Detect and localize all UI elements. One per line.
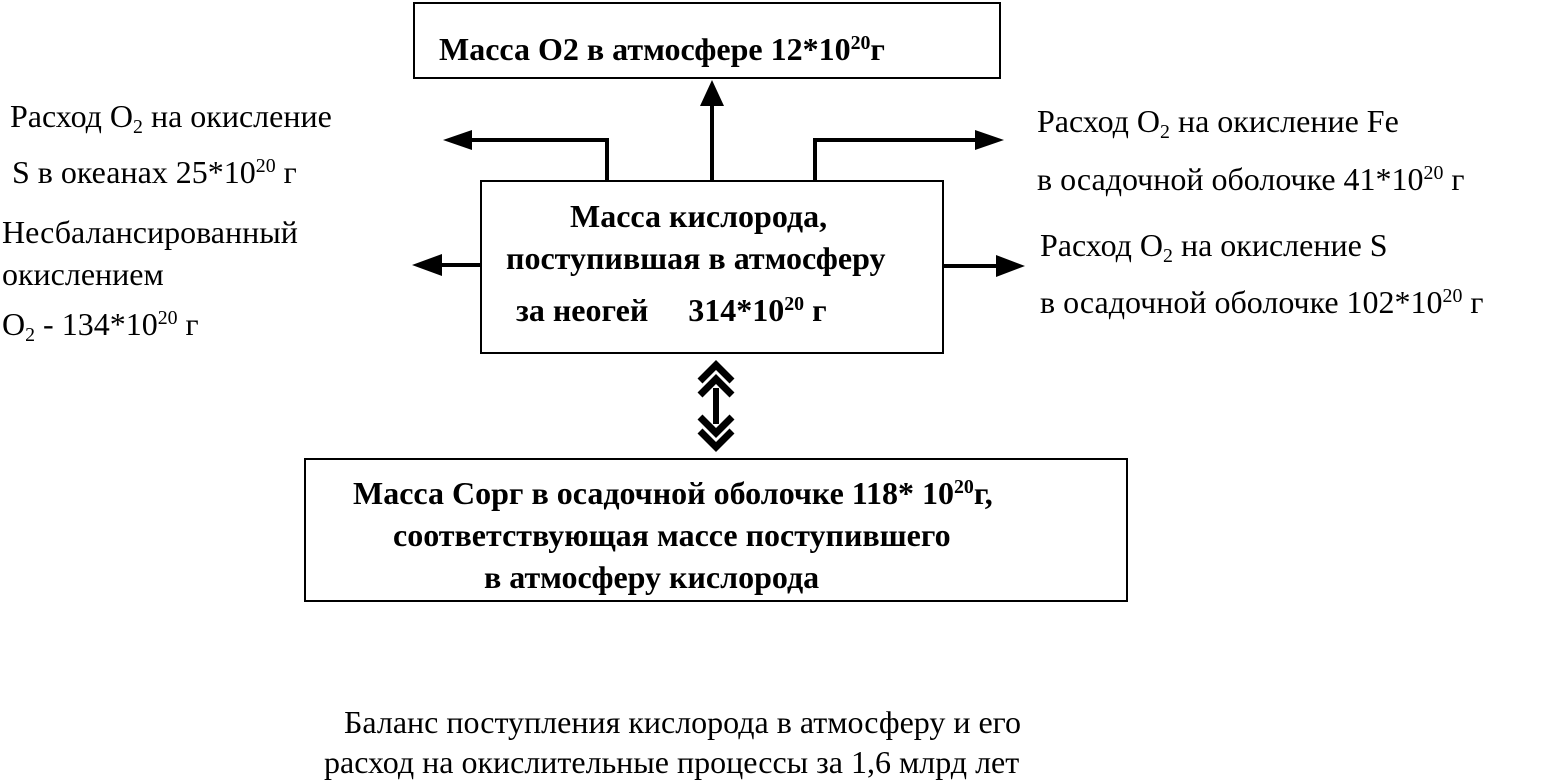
right-bottom-line2: в осадочной оболочке 102*1020 г bbox=[1040, 284, 1484, 320]
organic-carbon-line3: в атмосферу кислорода bbox=[484, 559, 820, 595]
left-top-line1: Расход О2 на окисление bbox=[10, 98, 332, 138]
organic-carbon-box: Масса Сорг в осадочной оболочке 118* 102… bbox=[304, 458, 1128, 602]
organic-carbon-line1: Масса Сорг в осадочной оболочке 118* 102… bbox=[353, 475, 993, 511]
right-bottom-line1: Расход О2 на окисление S bbox=[1040, 227, 1388, 267]
arrow-left-middle-head bbox=[412, 254, 442, 276]
double-chevron-arrow bbox=[697, 360, 735, 452]
atmosphere-o2-label: Масса О2 в атмосфере 12*1020г bbox=[439, 31, 885, 67]
organic-carbon-line2: соответствующая массе поступившего bbox=[393, 517, 951, 553]
right-top-line2: в осадочной оболочке 41*1020 г bbox=[1037, 161, 1465, 197]
diagram-caption-line1: Баланс поступления кислорода в атмосферу… bbox=[344, 704, 1021, 740]
arrow-up-head bbox=[700, 80, 724, 106]
atmosphere-o2-box: Масса О2 в атмосфере 12*1020г bbox=[413, 2, 1001, 79]
diagram-caption-line2: расход на окислительные процессы за 1,6 … bbox=[324, 744, 1020, 780]
neogea-oxygen-line1: Масса кислорода, bbox=[570, 198, 828, 234]
left-top-line2: S в океанах 25*1020 г bbox=[12, 154, 297, 190]
arrow-right-middle-head bbox=[996, 255, 1025, 277]
neogea-oxygen-box: Масса кислорода, поступившая в атмосферу… bbox=[480, 180, 944, 354]
arrow-right-upper-head bbox=[975, 130, 1004, 150]
left-bottom-line2: окислением bbox=[2, 256, 164, 292]
neogea-oxygen-line2: поступившая в атмосферу bbox=[506, 240, 886, 276]
right-top-line1: Расход О2 на окисление Fe bbox=[1037, 103, 1399, 143]
arrow-left-upper-head bbox=[443, 130, 472, 150]
arrow-left-upper-line bbox=[470, 138, 609, 180]
left-bottom-line3: О2 - 134*1020 г bbox=[2, 306, 199, 346]
arrow-right-upper-line bbox=[813, 138, 978, 180]
left-bottom-line1: Несбалансированный bbox=[2, 214, 298, 250]
